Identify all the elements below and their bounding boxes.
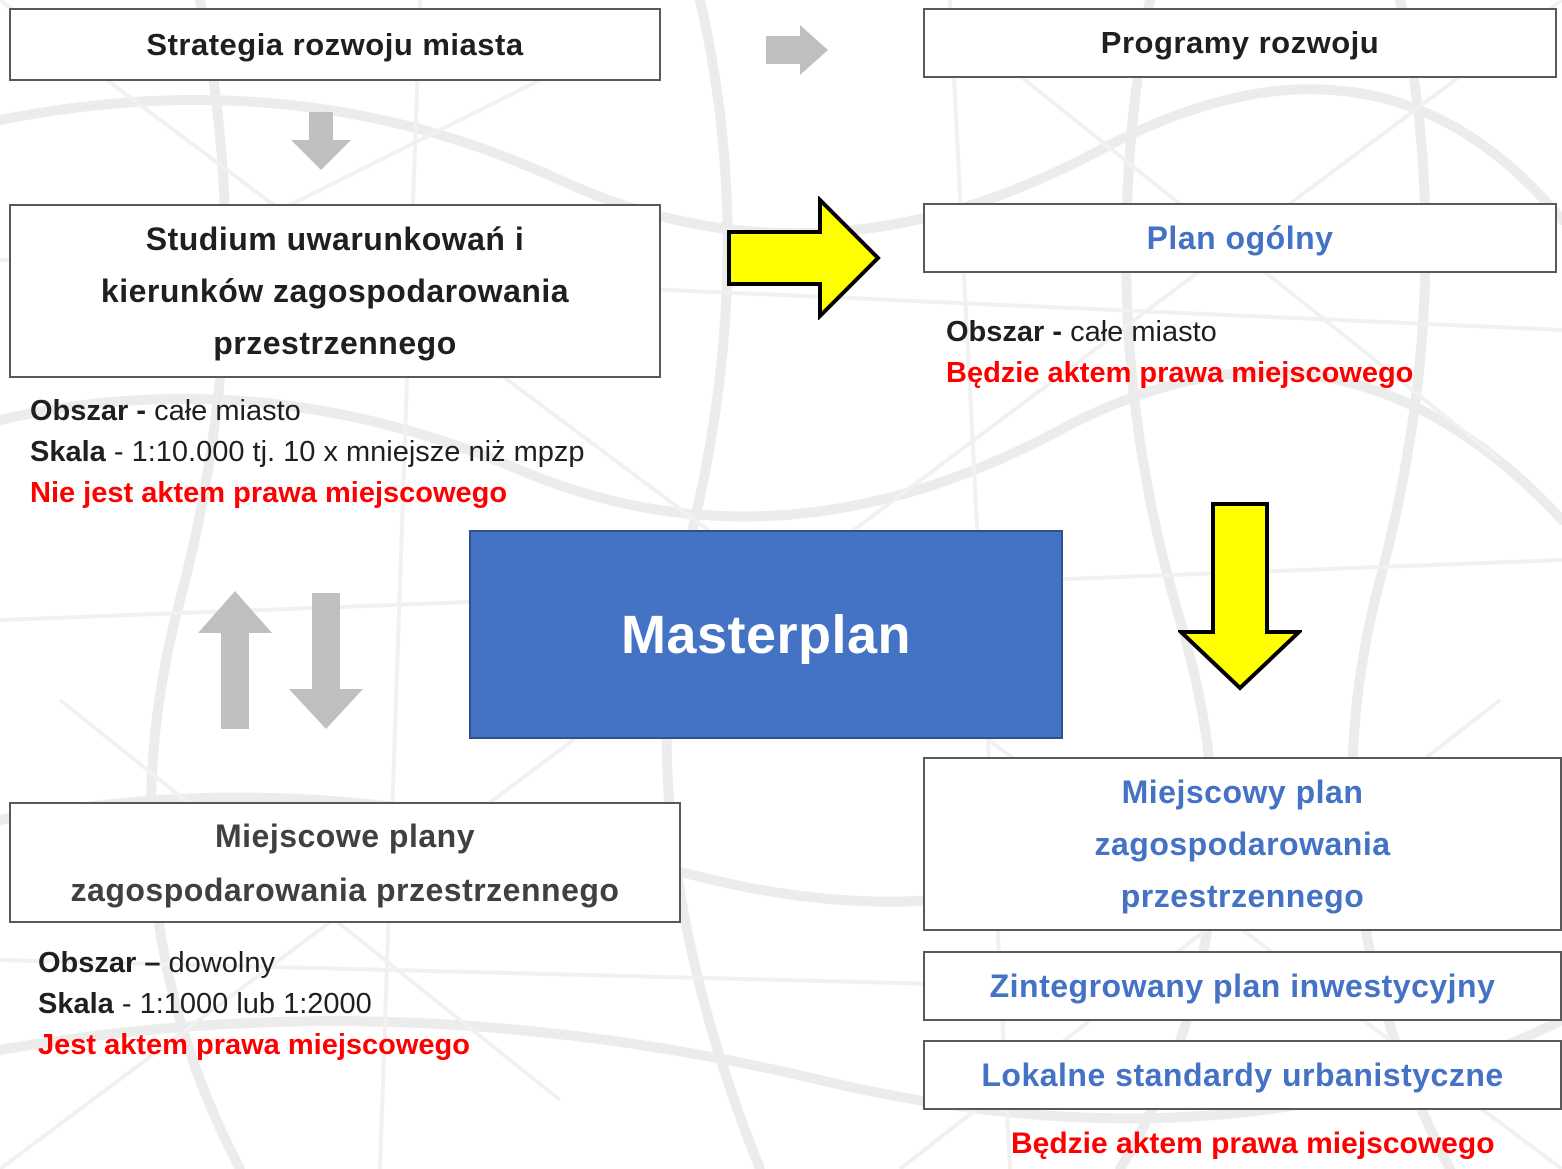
studium-skala-value: - 1:10.000 tj. 10 x mniejsze niż mpzp bbox=[105, 436, 585, 468]
plan-ogolny-box: Plan ogólny bbox=[923, 203, 1557, 273]
up-arrow-grey-icon bbox=[198, 591, 272, 729]
plan-ogolny-status: Będzie aktem prawa miejscowego bbox=[946, 357, 1414, 389]
mpzp-skala-value: - 1:1000 lub 1:2000 bbox=[113, 988, 372, 1020]
plan-ogolny-label: Plan ogólny bbox=[1146, 219, 1334, 256]
miejscowe-plany-box: Miejscowe plany zagospodarowania przestr… bbox=[9, 802, 681, 923]
masterplan-label: Masterplan bbox=[620, 604, 912, 665]
miejscowy-plan-line-2: zagospodarowania bbox=[1094, 826, 1391, 862]
strategia-label: Strategia rozwoju miasta bbox=[146, 26, 524, 62]
lokalne-box: Lokalne standardy urbanistyczne bbox=[923, 1040, 1562, 1110]
mpzp-skala-label: Skala bbox=[38, 988, 114, 1020]
studium-obszar-label: Obszar - bbox=[30, 395, 147, 427]
miejscowy-plan-line-3: przestrzennego bbox=[1120, 878, 1365, 914]
miejscowe-plany-line-1: Miejscowe plany bbox=[214, 817, 475, 854]
zintegrowany-label: Zintegrowany plan inwestycyjny bbox=[989, 967, 1496, 1004]
down-arrow-grey-icon-2 bbox=[289, 593, 363, 729]
studium-line-3: przestrzennego bbox=[213, 325, 457, 361]
down-arrow-grey-icon bbox=[291, 112, 351, 170]
down-arrow-yellow-icon bbox=[1178, 502, 1302, 691]
bottom-right-status: Będzie aktem prawa miejscowego bbox=[1011, 1127, 1495, 1160]
studium-status: Nie jest aktem prawa miejscowego bbox=[30, 477, 508, 509]
right-arrow-yellow-icon bbox=[727, 196, 881, 320]
mpzp-status: Jest aktem prawa miejscowego bbox=[38, 1029, 470, 1061]
plan-ogolny-obszar-value: całe miasto bbox=[1062, 316, 1217, 348]
masterplan-box: Masterplan bbox=[469, 530, 1063, 739]
right-arrow-grey-icon bbox=[766, 25, 828, 75]
mpzp-info: Obszar – dowolny Skala - 1:1000 lub 1:20… bbox=[38, 943, 470, 1066]
studium-line-2: kierunków zagospodarowania bbox=[100, 273, 570, 309]
studium-skala-label: Skala bbox=[30, 436, 106, 468]
plan-ogolny-info: Obszar - całe miasto Będzie aktem prawa … bbox=[946, 312, 1413, 394]
studium-line-1: Studium uwarunkowań i bbox=[145, 221, 525, 257]
plan-ogolny-obszar-label: Obszar - bbox=[946, 316, 1063, 348]
strategia-box: Strategia rozwoju miasta bbox=[9, 8, 661, 81]
studium-info: Obszar - całe miasto Skala - 1:10.000 tj… bbox=[30, 391, 585, 514]
miejscowe-plany-line-2: zagospodarowania przestrzennego bbox=[70, 871, 620, 908]
programy-box: Programy rozwoju bbox=[923, 8, 1557, 78]
mpzp-obszar-value: dowolny bbox=[160, 947, 275, 979]
miejscowy-plan-box: Miejscowy plan zagospodarowania przestrz… bbox=[923, 757, 1562, 931]
studium-obszar-value: całe miasto bbox=[146, 395, 301, 427]
lokalne-label: Lokalne standardy urbanistyczne bbox=[981, 1056, 1504, 1093]
zintegrowany-box: Zintegrowany plan inwestycyjny bbox=[923, 951, 1562, 1021]
mpzp-obszar-label: Obszar – bbox=[38, 947, 161, 979]
miejscowy-plan-line-1: Miejscowy plan bbox=[1121, 774, 1364, 810]
studium-box: Studium uwarunkowań i kierunków zagospod… bbox=[9, 204, 661, 378]
programy-label: Programy rozwoju bbox=[1100, 25, 1380, 60]
